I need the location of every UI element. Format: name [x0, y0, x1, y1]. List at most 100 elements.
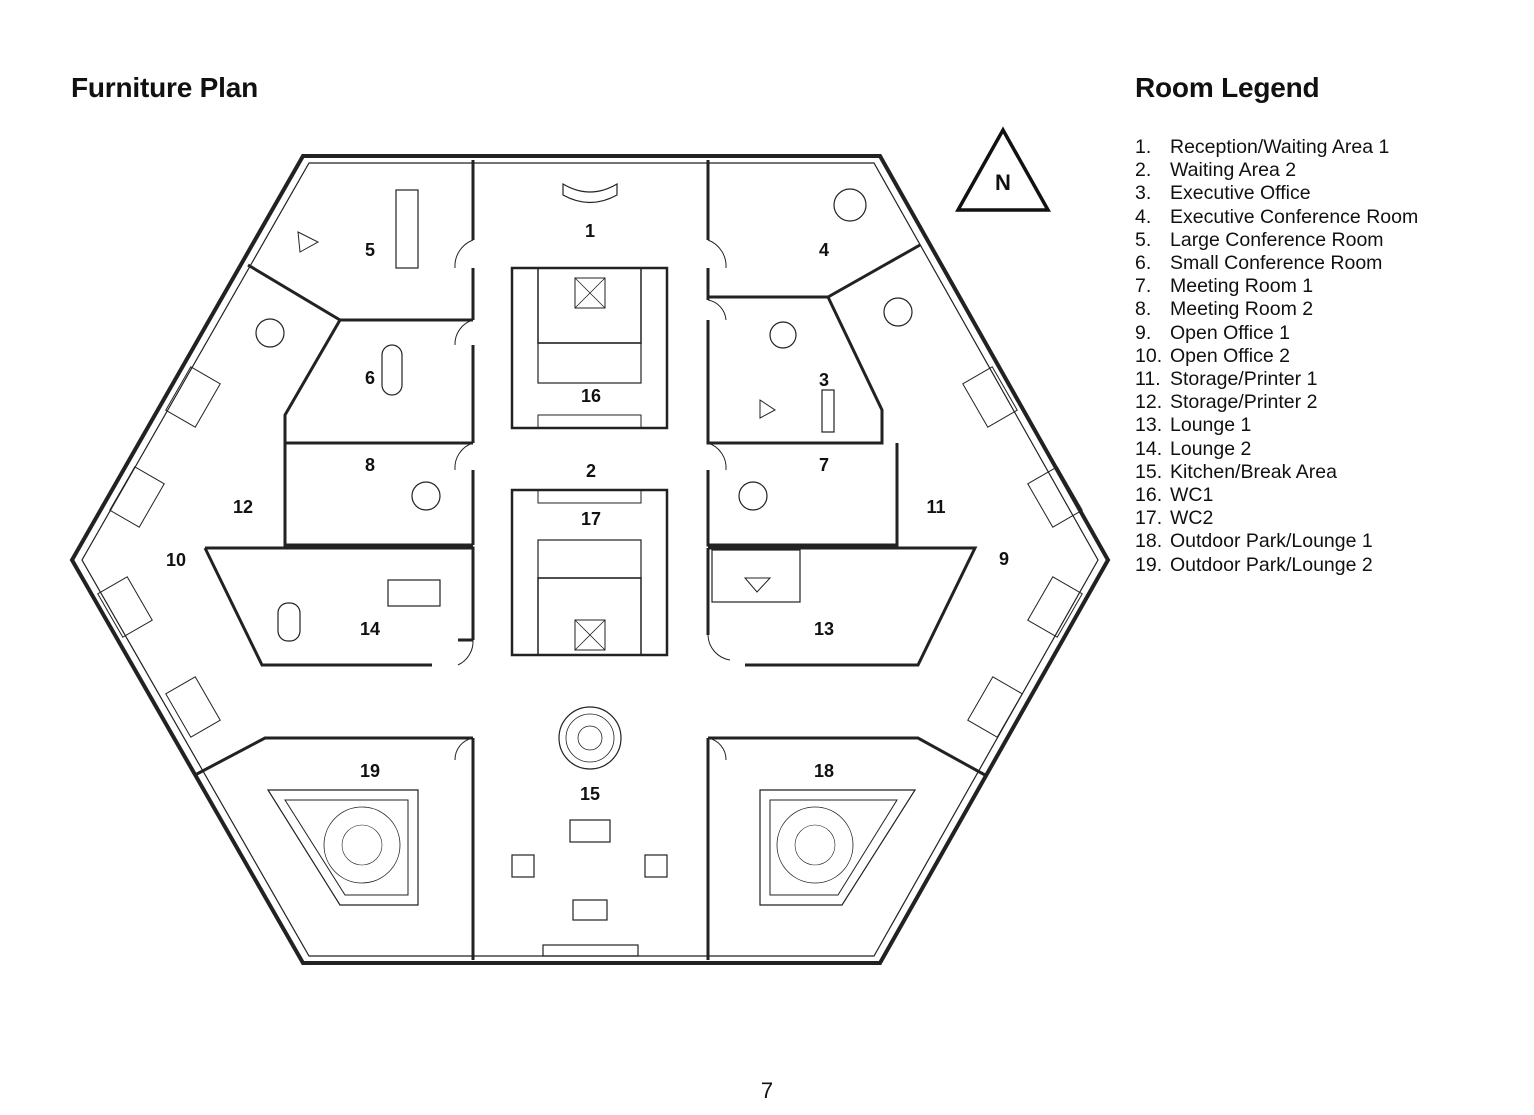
room-label-4: 4 [819, 240, 829, 260]
legend-item-13: 13. Lounge 1 [1135, 414, 1418, 437]
legend-item-16: 16. WC1 [1135, 484, 1418, 507]
room-19-wall [194, 736, 473, 777]
room-5-wall [247, 263, 473, 322]
legend-item-number: 14. [1135, 437, 1163, 460]
legend-item-name: WC2 [1170, 507, 1214, 530]
large-conference-table [395, 189, 419, 269]
page-number: 7 [760, 1078, 774, 1103]
legend-item-number: 11. [1135, 368, 1161, 391]
legend-item-number: 7. [1135, 275, 1152, 298]
room-label-13: 13 [814, 619, 834, 639]
legend-item-number: 13. [1135, 414, 1163, 437]
legend-item-name: Executive Conference Room [1170, 205, 1419, 228]
legend-item-name: Small Conference Room [1170, 252, 1383, 275]
legend-item-17: 17. WC2 [1135, 507, 1418, 530]
legend-item-number: 8. [1135, 298, 1152, 321]
legend-item-6: 6. Small Conference Room [1135, 252, 1418, 275]
legend-item-11: 11. Storage/Printer 1 [1135, 368, 1418, 391]
legend-item-number: 4. [1135, 205, 1152, 228]
legend-item-name: Storage/Printer 1 [1170, 368, 1318, 391]
room-18-wall [708, 736, 986, 777]
room-label-8: 8 [365, 455, 375, 475]
legend-item-1: 1. Reception/Waiting Area 1 [1135, 136, 1418, 159]
legend-item-number: 5. [1135, 228, 1152, 251]
legend-item-name: Large Conference Room [1170, 228, 1384, 251]
room-label-6: 6 [365, 368, 375, 388]
legend-item-name: Meeting Room 1 [1170, 275, 1314, 298]
kitchen-counter [542, 944, 639, 957]
room-label-1: 1 [585, 221, 595, 241]
legend-item-name: Kitchen/Break Area [1170, 460, 1337, 483]
legend-item-name: Meeting Room 2 [1170, 298, 1314, 321]
room-label-19: 19 [360, 761, 380, 781]
legend-item-number: 17. [1135, 507, 1163, 530]
room-label-9: 9 [999, 549, 1009, 569]
legend-item-number: 10. [1135, 344, 1163, 367]
north-arrow-label: N [995, 170, 1011, 195]
legend-item-12: 12.Storage/Printer 2 [1135, 391, 1418, 414]
legend-item-name: Open Office 2 [1170, 344, 1290, 367]
outer-wall-inner [81, 162, 1099, 957]
legend-item-number: 19. [1135, 553, 1163, 576]
room-label-12: 12 [233, 497, 253, 517]
small-conference-table [381, 344, 403, 396]
room-label-5: 5 [365, 240, 375, 260]
room-label-18: 18 [814, 761, 834, 781]
room-label-16: 16 [581, 386, 601, 406]
legend-item-number: 6. [1135, 252, 1152, 275]
legend-item-name: Lounge 2 [1170, 437, 1252, 460]
room-legend: 1. Reception/Waiting Area 1 2. Waiting Area… [1135, 136, 1418, 577]
room-label-15: 15 [580, 784, 600, 804]
room-8-wall [283, 443, 473, 547]
room-label-11: 11 [926, 497, 945, 517]
planter-18 [759, 789, 917, 906]
room-label-3: 3 [819, 370, 829, 390]
room-14-wall [205, 546, 475, 640]
legend-item-8: 8. Meeting Room 2 [1135, 298, 1418, 321]
outer-wall [69, 154, 1111, 965]
room-label-10: 10 [166, 550, 186, 570]
tree-19 [323, 806, 401, 884]
legend-item-name: Open Office 1 [1170, 321, 1290, 344]
legend-item-number: 2. [1135, 159, 1152, 182]
legend-item-number: 18. [1135, 530, 1163, 553]
legend-item-name: Reception/Waiting Area 1 [1170, 136, 1390, 158]
legend-item-name: Waiting Area 2 [1170, 159, 1297, 182]
billiard-table [387, 579, 441, 607]
north-arrow [955, 126, 1051, 212]
legend-item-19: 19. Outdoor Park/Lounge 2 [1135, 554, 1418, 577]
legend-item-number: 1. [1135, 136, 1152, 158]
planter-19 [266, 789, 419, 906]
legend-item-7: 7. Meeting Room 1 [1135, 275, 1418, 298]
room-label-2: 2 [586, 461, 596, 481]
legend-title: Room Legend [1135, 72, 1320, 103]
legend-item-2: 2. Waiting Area 2 [1135, 159, 1418, 182]
legend-item-name: Lounge 1 [1170, 414, 1252, 437]
legend-item-name: Outdoor Park/Lounge 2 [1170, 553, 1373, 576]
tree-18 [776, 806, 854, 884]
legend-item-number: 3. [1135, 182, 1152, 205]
legend-item-14: 14. Lounge 2 [1135, 438, 1418, 461]
round-plant [558, 706, 622, 770]
legend-item-name: WC1 [1170, 484, 1214, 507]
legend-item-5: 5. Large Conference Room [1135, 229, 1418, 252]
legend-item-4: 4. Executive Conference Room [1135, 206, 1418, 229]
legend-item-number: 16. [1135, 484, 1163, 507]
legend-item-18: 18. Outdoor Park/Lounge 1 [1135, 530, 1418, 553]
room-6-wall [283, 319, 473, 445]
room-label-17: 17 [581, 509, 601, 529]
legend-item-number: 9. [1135, 321, 1152, 344]
room-4-wall [708, 243, 921, 299]
legend-item-name: Storage/Printer 2 [1170, 391, 1318, 414]
legend-item-3: 3.Executive Office [1135, 182, 1418, 205]
room-3-wall [706, 296, 884, 445]
room-label-7: 7 [819, 455, 829, 475]
legend-item-name: Outdoor Park/Lounge 1 [1170, 530, 1373, 553]
room-label-14: 14 [360, 619, 380, 639]
legend-item-10: 10. Open Office 2 [1135, 345, 1418, 368]
legend-item-15: 15.Kitchen/Break Area [1135, 461, 1418, 484]
room-13-wall [708, 546, 978, 667]
room-7-wall [706, 443, 899, 547]
legend-item-9: 9. Open Office 1 [1135, 322, 1418, 345]
